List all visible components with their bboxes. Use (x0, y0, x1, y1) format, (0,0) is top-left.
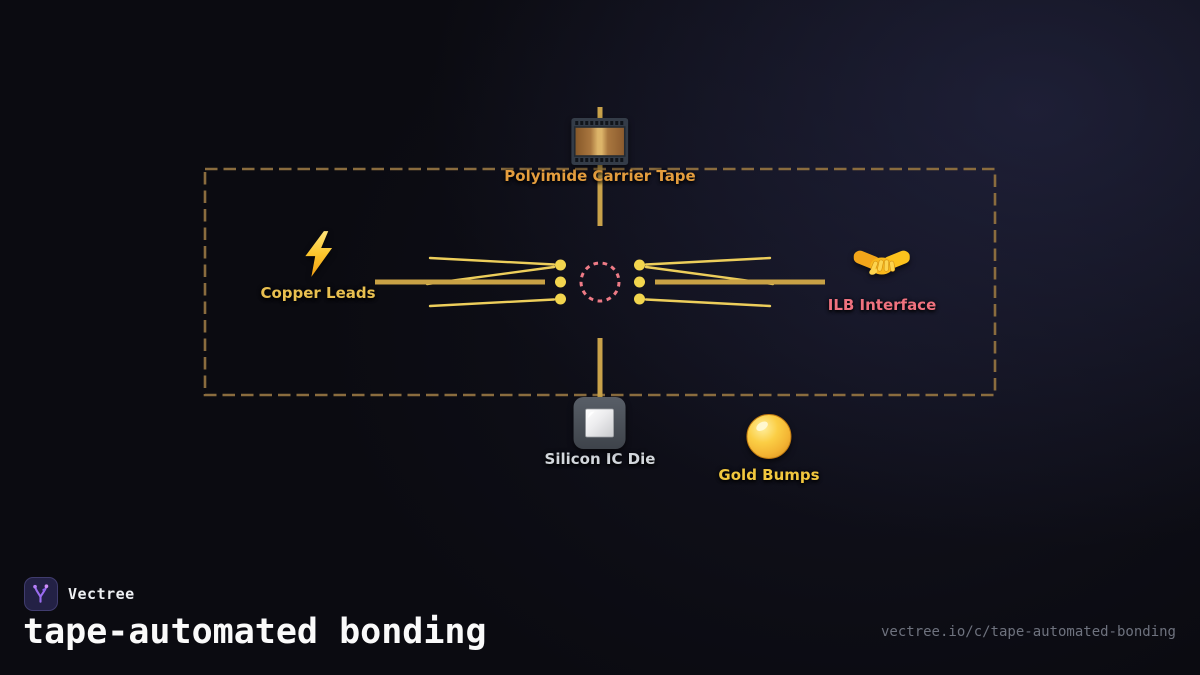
canvas-url: vectree.io/c/tape-automated-bonding (880, 624, 1176, 640)
label-copper-leads: Copper Leads (260, 284, 376, 302)
branch-glyph-icon (33, 584, 49, 603)
node-ilb-interface: ILB Interface (827, 246, 937, 314)
node-silicon-ic-die: Silicon IC Die (544, 396, 656, 468)
handshake-icon (853, 246, 911, 286)
bond-dots (555, 259, 645, 305)
yellow-circle-icon (745, 413, 792, 460)
film-strip-icon (571, 118, 629, 165)
white-square-button-icon (573, 396, 627, 450)
label-gold-bumps: Gold Bumps (718, 466, 820, 484)
label-ilb-interface: ILB Interface (827, 296, 937, 314)
node-polyimide-carrier-tape: Polyimide Carrier Tape (504, 118, 696, 185)
node-gold-bumps: Gold Bumps (718, 413, 820, 484)
brand-name: Vectree (68, 585, 135, 603)
right-lead-fan (644, 256, 825, 308)
bond-ring-dashed-circle (579, 261, 621, 303)
page-title: tape-automated bonding (23, 612, 487, 652)
label-silicon-ic-die: Silicon IC Die (544, 450, 656, 468)
brand-row: Vectree (24, 577, 135, 611)
vectree-logo (24, 577, 58, 611)
lightning-icon (296, 230, 340, 278)
left-lead-fan (375, 256, 556, 308)
node-copper-leads: Copper Leads (260, 230, 376, 302)
label-polyimide-carrier-tape: Polyimide Carrier Tape (504, 167, 696, 185)
